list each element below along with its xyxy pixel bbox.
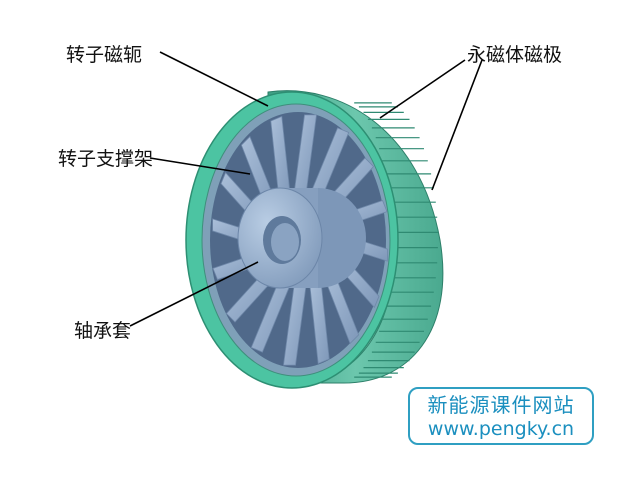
watermark-title: 新能源课件网站 — [427, 393, 575, 417]
leader-lines — [129, 51, 483, 327]
watermark-box: 新能源课件网站 www.pengky.cn — [408, 387, 594, 445]
leader-line-yoke — [159, 51, 269, 107]
bearing-sleeve — [237, 187, 366, 289]
leader-line-bearing — [129, 261, 259, 327]
label-bearing-sleeve: 轴承套 — [74, 320, 132, 342]
leader-line-support — [149, 157, 251, 175]
label-rotor-support: 转子支撑架 — [58, 148, 154, 170]
label-permanent-magnet: 永磁体磁极 — [467, 44, 563, 66]
leader-line-magnet-2 — [431, 59, 483, 191]
watermark-url: www.pengky.cn — [427, 418, 575, 440]
label-rotor-yoke: 转子磁轭 — [66, 44, 143, 66]
leader-line-magnet-1 — [379, 59, 466, 119]
